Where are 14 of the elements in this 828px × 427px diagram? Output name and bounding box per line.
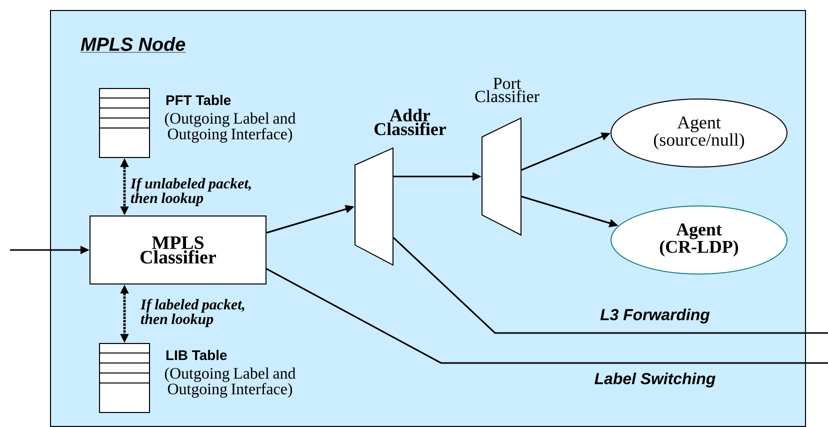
- classifier-label: Port Classifier: [475, 78, 540, 102]
- table-heading: PFT Table: [166, 94, 231, 106]
- classifier-label: Addr Classifier: [374, 108, 446, 136]
- table-heading: LIB Table: [166, 350, 227, 360]
- table-description: (Outgoing Label and Outgoing Interface): [164, 368, 296, 398]
- table-description: (Outgoing Label and Outgoing Interface): [164, 112, 296, 143]
- line: [392, 237, 828, 334]
- classifier-box: MPLS Classifier: [90, 216, 266, 284]
- edge-label: Label Switching: [594, 372, 716, 388]
- line: [266, 268, 828, 364]
- edge-label: If unlabeled packet, then lookup: [130, 178, 251, 206]
- edge-label: If labeled packet, then lookup: [140, 298, 244, 328]
- edge-label: L3 Forwarding: [600, 308, 710, 324]
- node-title: MPLS Node: [80, 37, 186, 53]
